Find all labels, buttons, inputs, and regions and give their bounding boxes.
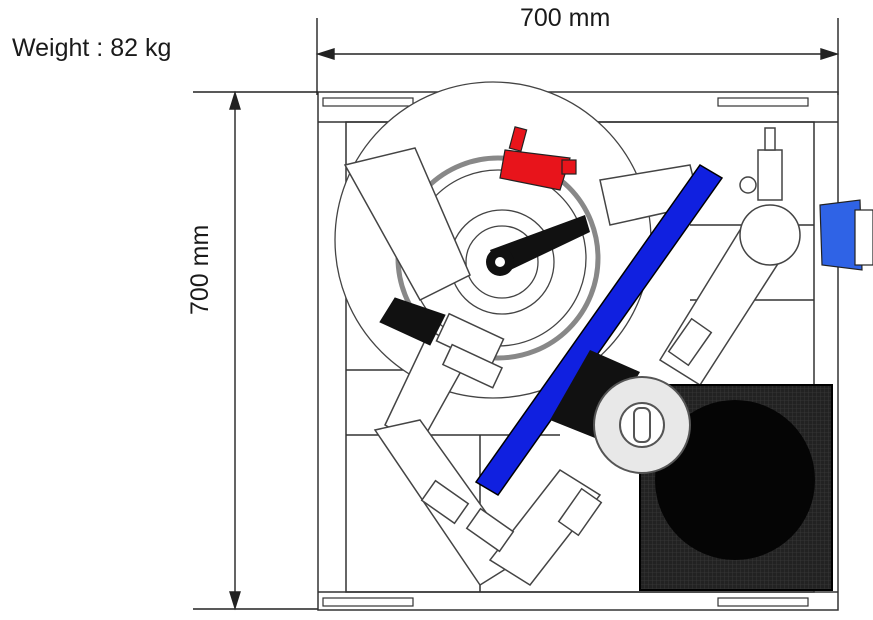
ball-valve xyxy=(739,127,783,201)
dark-block xyxy=(550,350,640,440)
valve-handle xyxy=(486,215,590,276)
width-dimension-line xyxy=(315,18,840,95)
pump-motor xyxy=(639,384,833,591)
pump-housing xyxy=(593,376,691,474)
black-coupling xyxy=(379,297,446,346)
blue-coupling xyxy=(819,199,873,271)
frame-slots xyxy=(322,97,809,607)
weight-label: Weight : 82 kg xyxy=(12,34,172,62)
width-dimension-label: 700 mm xyxy=(520,4,611,32)
red-coupling xyxy=(499,126,577,191)
height-dimension-line xyxy=(193,90,318,611)
height-dimension-label: 700 mm xyxy=(186,224,214,315)
piping xyxy=(343,147,801,587)
blue-bar xyxy=(474,164,724,496)
